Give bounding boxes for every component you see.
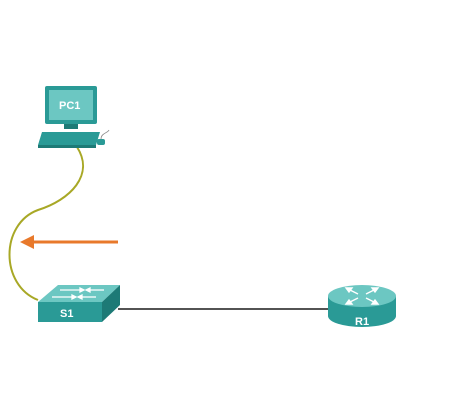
orange-arrow-icon xyxy=(20,235,118,249)
s1-device[interactable]: S1 xyxy=(38,285,120,322)
router-icon xyxy=(328,285,396,327)
console-cable xyxy=(8,146,84,301)
pc1-device[interactable]: PC1 xyxy=(38,86,110,148)
r1-label: R1 xyxy=(355,316,369,328)
pc1-label: PC1 xyxy=(59,100,80,112)
s1-label: S1 xyxy=(60,308,73,320)
switch-icon xyxy=(38,285,120,322)
r1-device[interactable]: R1 xyxy=(328,285,396,328)
desktop-computer-icon xyxy=(38,86,110,148)
